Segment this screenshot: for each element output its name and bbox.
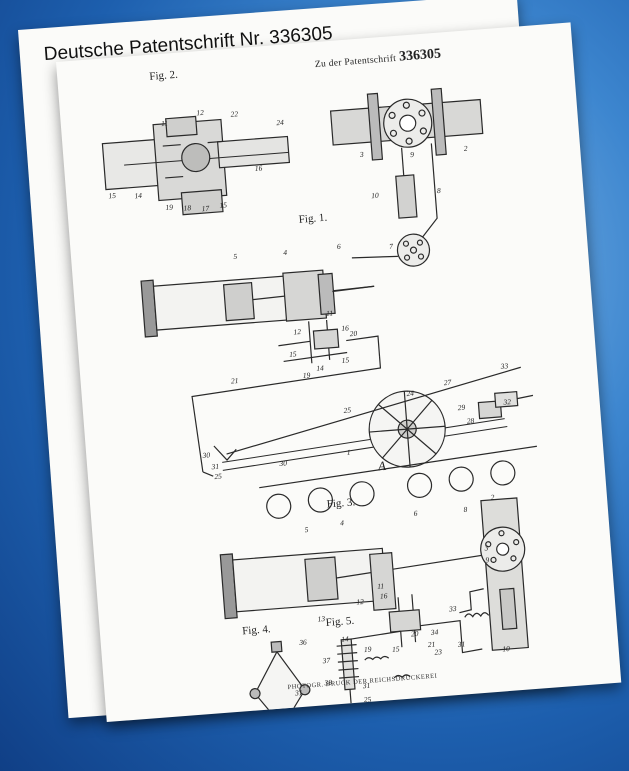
svg-text:31: 31 (294, 688, 303, 698)
svg-text:31: 31 (361, 681, 370, 691)
svg-text:33: 33 (499, 361, 508, 371)
svg-text:11: 11 (377, 581, 385, 591)
svg-text:30: 30 (201, 450, 210, 460)
fig3-assembly (219, 497, 529, 654)
fig4-label: Fig. 4. (241, 623, 272, 638)
svg-text:19: 19 (364, 645, 372, 655)
svg-text:24: 24 (406, 389, 414, 399)
svg-text:15: 15 (219, 200, 227, 210)
svg-text:4: 4 (340, 518, 345, 527)
svg-text:17: 17 (201, 204, 209, 214)
svg-text:10: 10 (371, 191, 379, 201)
svg-text:6: 6 (413, 509, 418, 518)
svg-text:15: 15 (341, 355, 349, 365)
svg-text:15: 15 (289, 349, 297, 359)
svg-text:25: 25 (363, 695, 371, 705)
svg-text:29: 29 (457, 403, 465, 413)
svg-text:32: 32 (502, 397, 511, 407)
svg-text:20: 20 (349, 329, 357, 339)
svg-text:14: 14 (134, 191, 142, 201)
svg-text:22: 22 (230, 109, 238, 119)
svg-text:25: 25 (296, 706, 304, 716)
svg-text:21: 21 (231, 376, 239, 386)
svg-text:5: 5 (304, 525, 309, 534)
svg-text:14: 14 (341, 634, 349, 644)
svg-text:27: 27 (443, 378, 451, 388)
svg-text:3: 3 (483, 543, 489, 552)
svg-text:12: 12 (356, 597, 364, 607)
svg-text:25: 25 (343, 405, 351, 415)
svg-text:12: 12 (196, 108, 204, 118)
svg-text:28: 28 (466, 416, 474, 426)
svg-text:15: 15 (392, 644, 400, 654)
svg-text:15: 15 (108, 191, 116, 201)
svg-text:24: 24 (276, 118, 284, 128)
fig2-valve-drawing (101, 115, 291, 216)
svg-text:21: 21 (427, 640, 435, 650)
svg-text:36: 36 (298, 637, 307, 647)
fig2-label: Fig. 2. (148, 68, 179, 83)
svg-text:2: 2 (490, 493, 495, 502)
svg-text:34: 34 (430, 627, 439, 637)
fig1-label: Fig. 1. (298, 211, 328, 226)
svg-text:12: 12 (293, 327, 301, 337)
svg-text:1: 1 (346, 448, 350, 457)
section-marker-a: A (377, 457, 387, 474)
svg-text:38: 38 (323, 678, 332, 688)
svg-text:9: 9 (410, 150, 415, 159)
svg-text:31: 31 (457, 639, 466, 649)
svg-text:16: 16 (341, 323, 349, 333)
svg-text:8: 8 (463, 505, 468, 514)
svg-text:20: 20 (411, 629, 419, 639)
svg-text:4: 4 (283, 248, 288, 257)
svg-text:3: 3 (359, 150, 365, 159)
svg-text:16: 16 (380, 591, 388, 601)
svg-text:8: 8 (437, 186, 442, 195)
svg-text:14: 14 (316, 363, 324, 373)
svg-text:13: 13 (317, 614, 325, 624)
fig1-pipe-and-wheel (329, 87, 484, 267)
svg-text:5: 5 (233, 252, 238, 261)
fig5-label: Fig. 5. (325, 614, 355, 629)
svg-text:18: 18 (183, 203, 191, 213)
svg-text:11: 11 (326, 308, 334, 318)
svg-text:31: 31 (210, 462, 219, 472)
svg-text:11: 11 (161, 119, 169, 129)
svg-text:7: 7 (389, 242, 394, 251)
svg-text:16: 16 (254, 163, 262, 173)
fig3-label: Fig. 3. (326, 496, 356, 511)
svg-text:19: 19 (165, 202, 173, 212)
svg-text:23: 23 (434, 647, 442, 657)
svg-text:30: 30 (278, 458, 287, 468)
svg-text:33: 33 (448, 604, 457, 614)
svg-text:37: 37 (321, 656, 330, 666)
svg-text:2: 2 (463, 144, 468, 153)
fig1-cylinder-assembly (140, 269, 381, 364)
svg-text:19: 19 (302, 370, 310, 380)
svg-text:10: 10 (502, 644, 510, 654)
fig1-flywheel-and-rail (191, 356, 537, 519)
svg-text:6: 6 (337, 242, 342, 251)
svg-text:25: 25 (214, 471, 222, 481)
svg-text:9: 9 (485, 555, 490, 564)
